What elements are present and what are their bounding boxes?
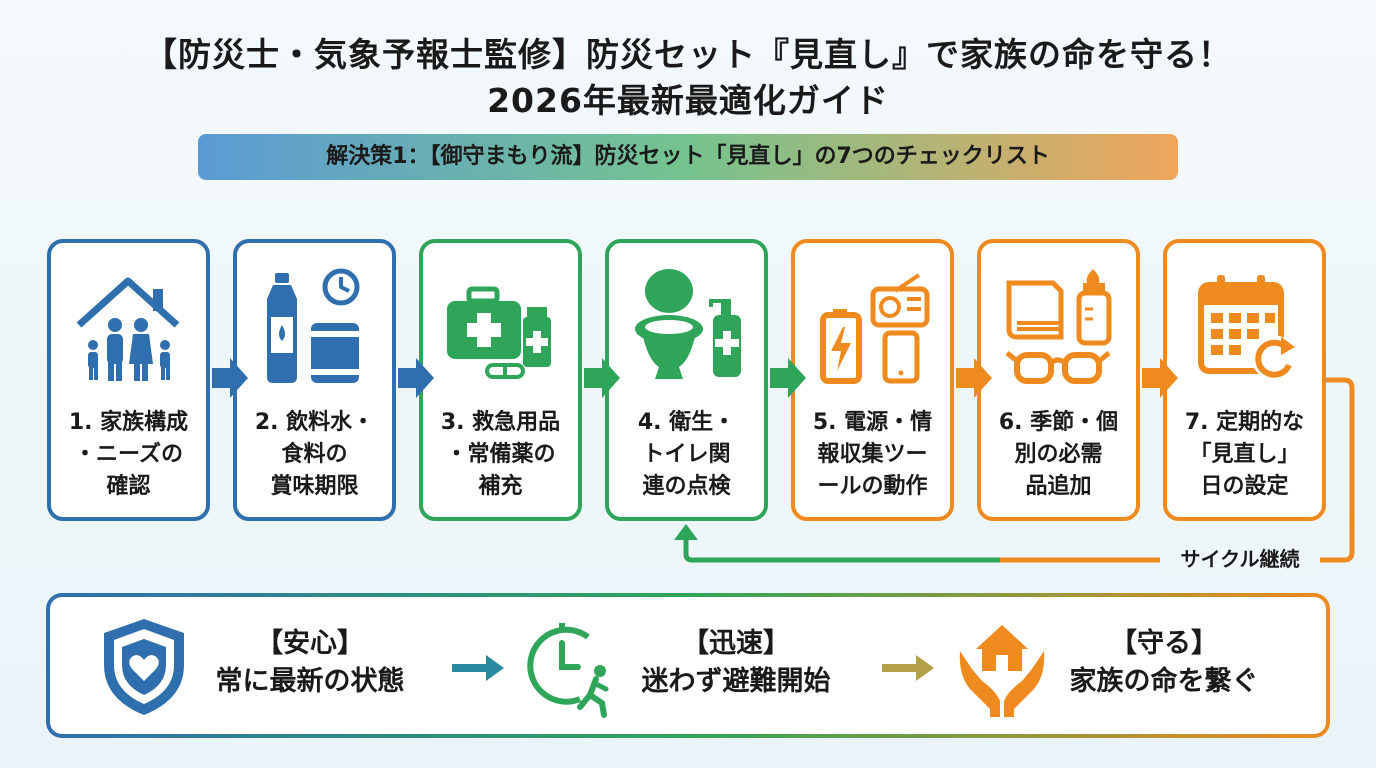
step-label-5: 5. 電源・情 報収集ツー ールの動作 [812,410,933,499]
calendar-refresh-icon [1198,275,1295,379]
step-card-5: 5. 電源・情 報収集ツー ールの動作 [791,239,954,521]
step-arrow-3 [584,358,620,398]
clock-runner-icon [527,623,609,718]
first-aid-kit-icon [447,286,551,379]
toilet-sanitizer-icon [635,269,741,379]
step-label-4: 4. 衛生・ トイレ関 連の点検 [637,410,736,499]
outcome-3: 【守る】 家族の命を繋ぐ [1034,625,1294,701]
step-arrow-6 [1142,358,1178,398]
cycle-label: サイクル継続 [1160,544,1320,574]
step-card-1: 1. 家族構成 ・ニーズの 確認 [47,239,210,521]
outcome-title-3: 【守る】 [1110,628,1218,659]
outcomes-panel: 【安心】 常に最新の状態 【迅速】 迷わず避難開始 [46,593,1330,738]
step-label-3: 3. 救急用品 ・常備薬の 補充 [440,410,561,499]
step-card-3: 3. 救急用品 ・常備薬の 補充 [419,239,582,521]
outcome-title-2: 【迅速】 [682,628,790,659]
page-title-line2: 2026年最新最適化ガイド [487,81,889,120]
step-label-6: 6. 季節・個 別の必需 品追加 [998,410,1119,499]
page-title-line1: 【防災士・気象予報士監修】防災セット『見直し』で家族の命を守る！ [144,35,1232,74]
step-label-7: 7. 定期的な 「見直し」 日の設定 [1184,410,1305,499]
step-card-6: 6. 季節・個 別の必需 品追加 [977,239,1140,521]
step-arrow-1 [212,358,248,398]
outcome-title-1: 【安心】 [256,628,364,659]
battery-radio-phone-icon [820,273,930,384]
step-card-7: 7. 定期的な 「見直し」 日の設定 [1163,239,1326,521]
book-bottle-glasses-icon [1005,269,1112,384]
step-arrow-4 [770,358,806,398]
outcome-1: 【安心】 常に最新の状態 [180,625,440,701]
outcome-arrow-1 [452,655,504,681]
checklist-banner: 解決策1：【御守まもり流】防災セット「見直し」の7つのチェックリスト [198,134,1178,180]
step-card-2: 2. 飲料水・ 食料の 賞味期限 [233,239,396,521]
family-house-icon [76,277,180,381]
water-food-clock-icon [267,268,360,383]
outcome-2: 【迅速】 迷わず避難開始 [606,625,866,701]
step-arrow-2 [398,358,434,398]
step-arrow-5 [956,358,992,398]
outcome-subtitle-2: 迷わず避難開始 [641,666,831,697]
step-label-1: 1. 家族構成 ・ニーズの 確認 [68,410,189,499]
outcome-subtitle-3: 家族の命を繋ぐ [1069,666,1259,697]
shield-heart-icon [104,619,184,715]
outcome-arrow-2 [882,655,934,681]
outcome-subtitle-1: 常に最新の状態 [215,666,405,697]
step-card-4: 4. 衛生・ トイレ関 連の点検 [605,239,768,521]
hands-house-icon [959,625,1045,717]
step-label-2: 2. 飲料水・ 食料の 賞味期限 [254,410,375,499]
